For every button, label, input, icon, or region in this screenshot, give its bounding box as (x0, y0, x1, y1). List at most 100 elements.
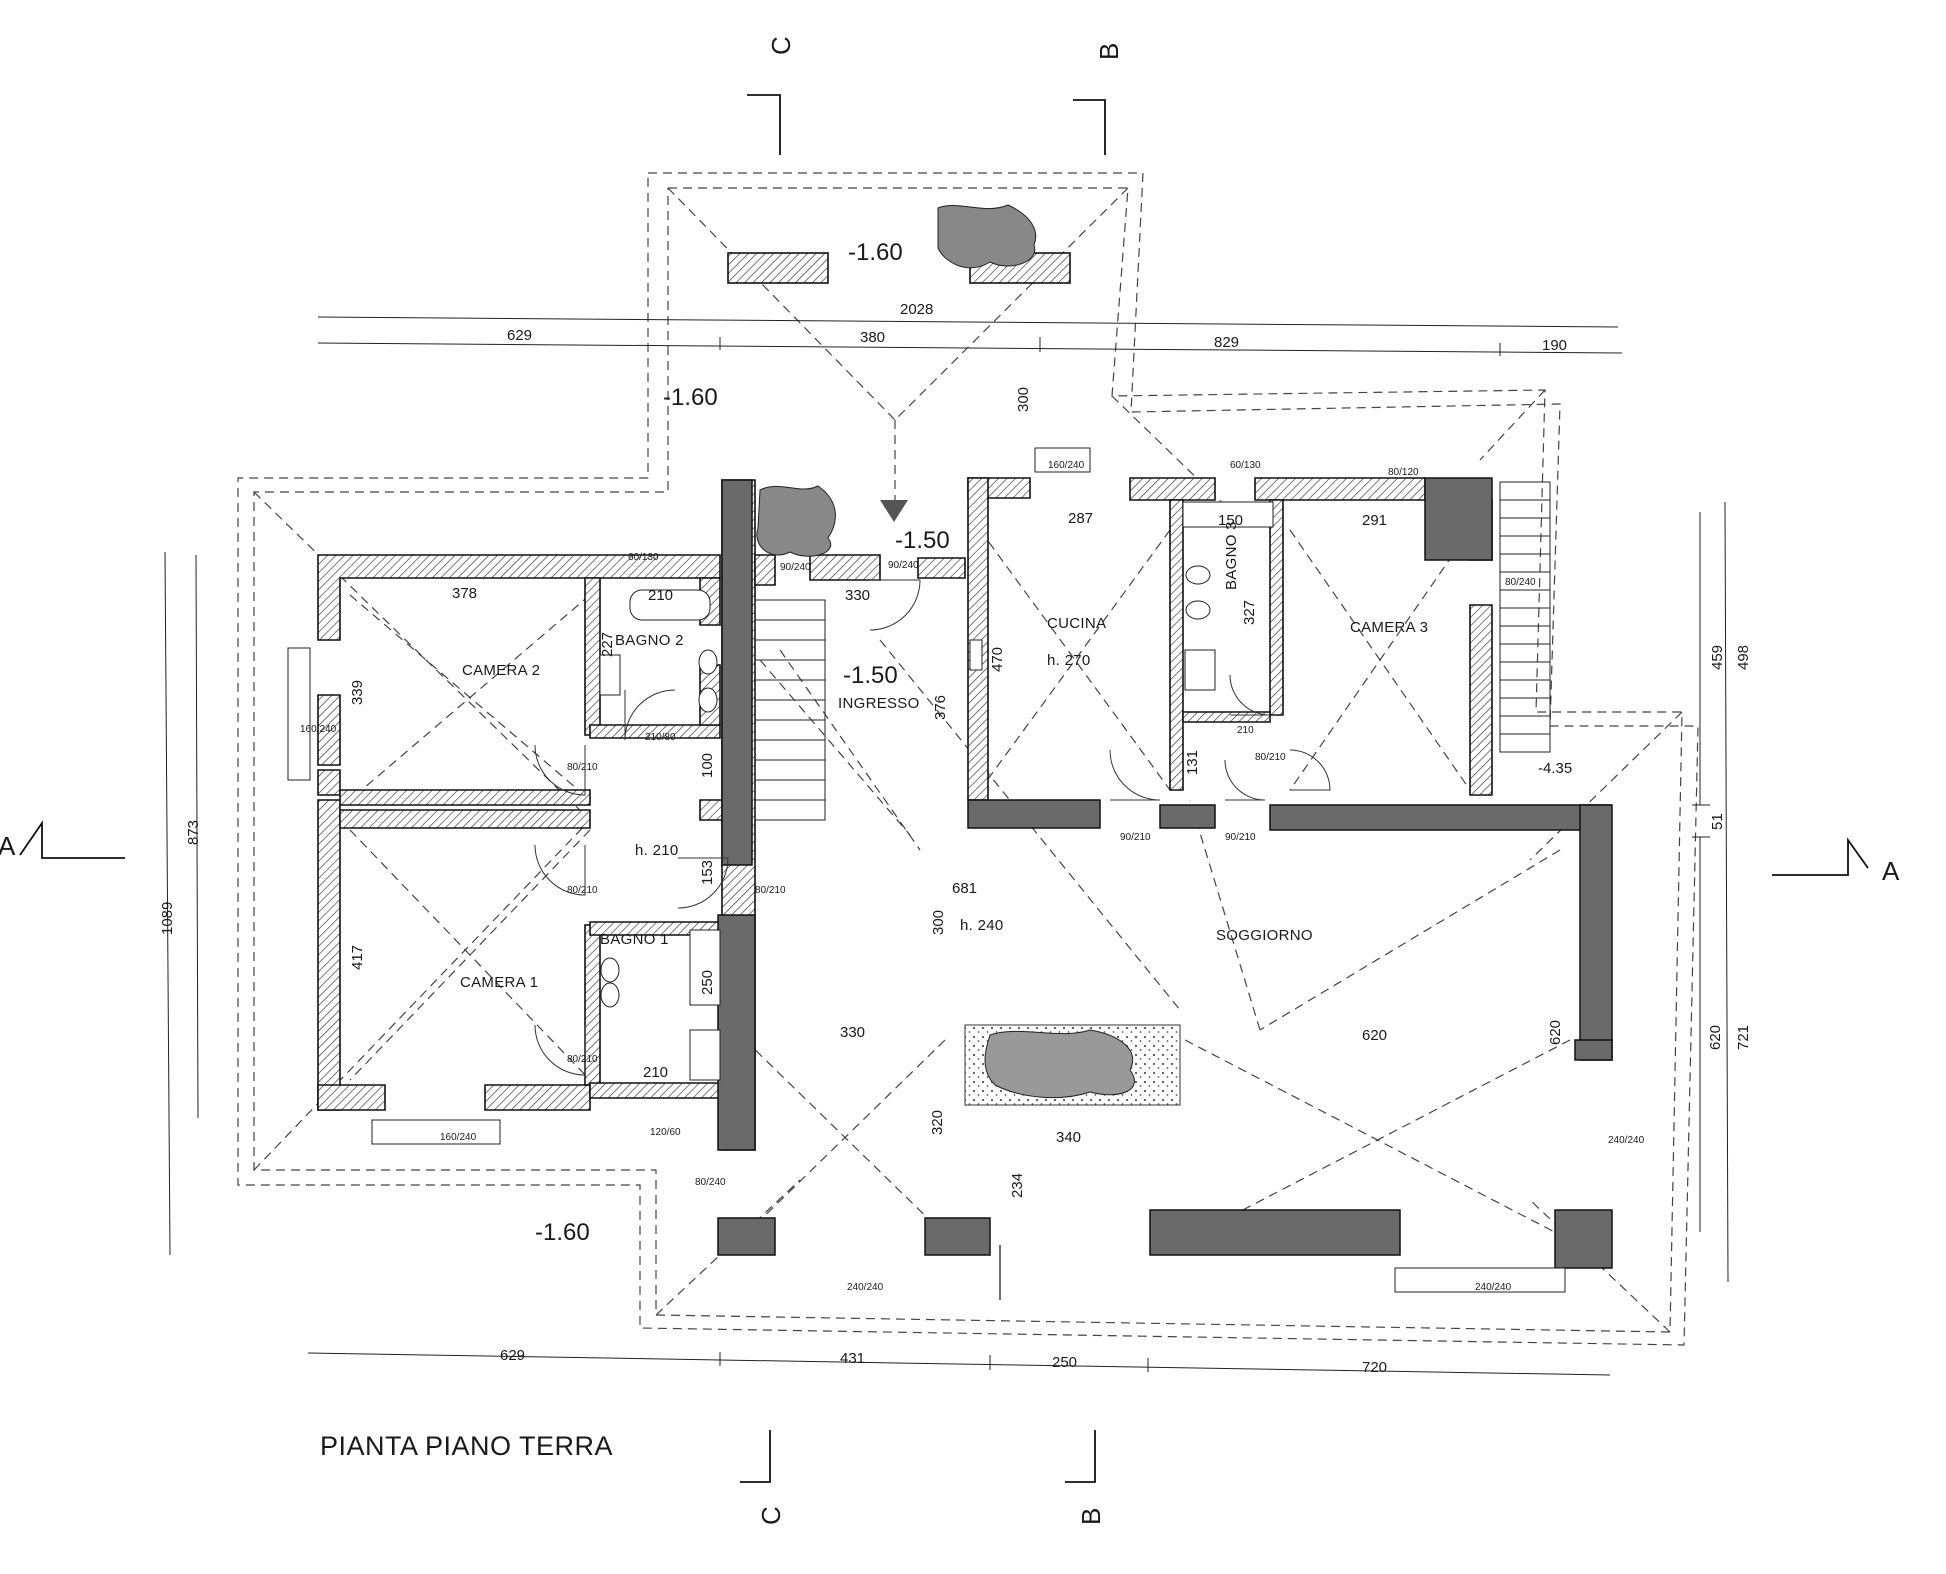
room-label-bagno-3: BAGNO 3 (1223, 521, 1240, 590)
dim-label: 873 (185, 820, 202, 845)
opening-label: 160/240 (440, 1132, 477, 1143)
dim-label: 380 (860, 329, 885, 346)
wall (754, 554, 776, 586)
opening-label: 80/240 (695, 1177, 726, 1188)
dim-label: 250 (699, 970, 716, 995)
window (1394, 1267, 1566, 1293)
room-label-ingresso: INGRESSO (838, 695, 920, 712)
section-label-a: A (1882, 856, 1900, 886)
dim-label: 378 (452, 585, 477, 602)
wall (589, 1082, 721, 1099)
opening-label: 90/240 (780, 562, 811, 573)
level-label: -1.60 (663, 384, 718, 411)
dim-label: 51 (1709, 813, 1726, 830)
level-arrow-icon (880, 500, 908, 522)
dim-label: 287 (1068, 510, 1093, 527)
opening-label: 210 (1237, 725, 1254, 736)
wall (339, 789, 591, 806)
dim-label: 300 (930, 910, 947, 935)
dim-label: 498 (1735, 645, 1752, 670)
bidet (600, 982, 620, 1008)
room-label-bagno-1: BAGNO 1 (600, 931, 669, 948)
wall (967, 799, 1101, 829)
door (1109, 749, 1161, 801)
wall (809, 554, 881, 581)
opening-label: 80/210 (567, 1054, 598, 1065)
room-label-camera-3: CAMERA 3 (1350, 619, 1428, 636)
dim-label: 320 (929, 1110, 946, 1135)
planting (984, 1029, 1135, 1099)
dim-label: 629 (500, 1347, 525, 1364)
window (371, 1119, 501, 1145)
wall (317, 694, 341, 766)
wall (484, 1084, 591, 1111)
wall (317, 769, 341, 796)
section-c-bottom (740, 1430, 771, 1483)
wall (1169, 499, 1184, 791)
wall (317, 1084, 386, 1111)
shower (1182, 501, 1274, 528)
sink (599, 654, 621, 696)
dim-label: 327 (1241, 600, 1258, 625)
opening-label: 240/240 (847, 1282, 884, 1293)
dim-label: 210 (648, 587, 673, 604)
dim-label: 720 (1362, 1359, 1387, 1376)
dim-label: 376 (932, 695, 949, 720)
opening-label: 80/210 (567, 762, 598, 773)
level-label: -4.35 (1538, 760, 1572, 777)
door (1229, 674, 1271, 716)
pillar (1554, 1209, 1613, 1269)
counter (969, 639, 983, 671)
wall (1269, 499, 1284, 716)
dim-label: 330 (845, 587, 870, 604)
opening-label: 60/130 (1230, 460, 1261, 471)
bidet (698, 687, 718, 713)
dimension-lines (164, 316, 1729, 1376)
dim-label: 150 (1218, 512, 1243, 529)
dim-label: 417 (349, 945, 366, 970)
section-c-top (747, 94, 781, 155)
dim-label: 300 (1015, 387, 1032, 412)
dim-label: 620 (1362, 1027, 1387, 1044)
bathtub (629, 589, 711, 621)
room-label-bagno-2: BAGNO 2 (615, 632, 684, 649)
stairs-interior (754, 599, 911, 836)
fixtures (599, 501, 1274, 1081)
wall (339, 809, 591, 829)
dim-label: 131 (1184, 750, 1201, 775)
opening-label: 160/240 (1048, 460, 1085, 471)
dim-label: 1089 (159, 902, 176, 935)
section-label-a: A (0, 831, 16, 861)
dim-label: 470 (989, 647, 1006, 672)
opening-label: 240/240 (1475, 1282, 1512, 1293)
dim-label: 153 (699, 860, 716, 885)
dim-label: 721 (1735, 1025, 1752, 1050)
opening-label: 80/210 (1255, 752, 1286, 763)
section-label-b: B (1094, 43, 1124, 60)
wall (589, 724, 721, 739)
opening-label: 90/210 (1120, 832, 1151, 843)
wall (1469, 604, 1493, 796)
planting (756, 485, 836, 557)
door (1289, 749, 1331, 791)
page-title: PIANTA PIANO TERRA (320, 1431, 613, 1461)
dim-label: 829 (1214, 334, 1239, 351)
toilet (698, 649, 718, 675)
section-label-b: B (1076, 1508, 1106, 1525)
pillar (924, 1217, 991, 1256)
dim-label: 291 (1362, 512, 1387, 529)
wall (917, 557, 966, 579)
window (1034, 447, 1091, 473)
wall (1269, 804, 1611, 831)
dim-label: 629 (507, 327, 532, 344)
door (624, 689, 676, 741)
opening-label: 240/240 (1608, 1135, 1645, 1146)
level-label: -1.60 (535, 1219, 590, 1246)
dim-label: 620 (1547, 1020, 1564, 1045)
dim-label: 227 (599, 632, 616, 657)
planting (937, 204, 1037, 269)
door (869, 579, 921, 631)
door (677, 857, 729, 909)
opening-label: 80/210 (755, 885, 786, 896)
